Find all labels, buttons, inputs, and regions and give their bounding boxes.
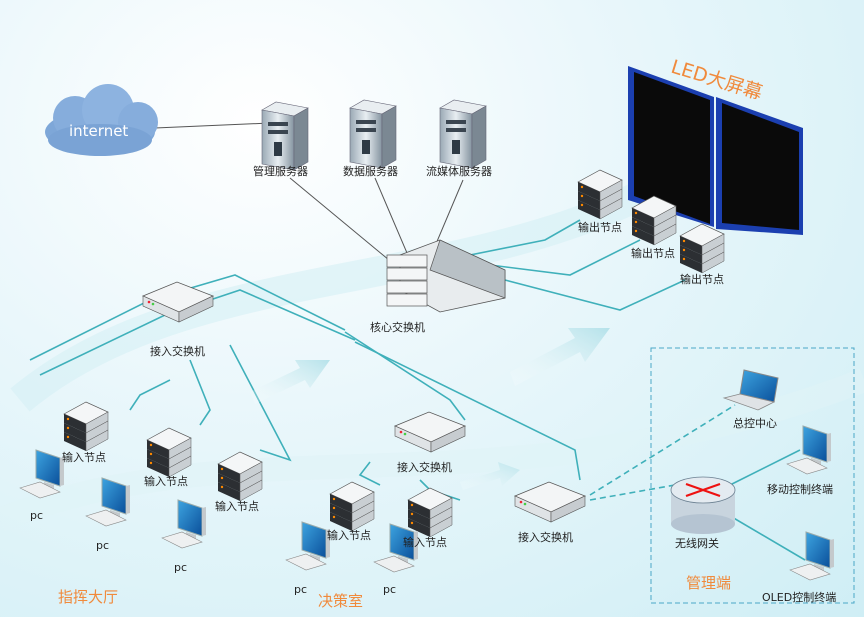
management-zone-label: 管理端 [686,574,732,592]
pc-icon [285,521,331,571]
data-server-icon [349,99,397,169]
access-switch-label: 接入交换机 [150,345,205,358]
pc-label: pc [174,561,188,574]
input-node-label: 输入节点 [62,451,106,464]
mobile-terminal-icon [786,425,832,475]
access-switch-label: 接入交换机 [397,461,452,474]
input-node-label: 输入节点 [403,536,447,549]
pc-label: pc [96,539,110,552]
management-server-label: 管理服务器 [253,165,308,178]
access-switch-icon [394,411,466,453]
streaming-server-label: 流媒体服务器 [426,165,492,178]
decision-room-label: 决策室 [318,592,364,610]
mobile-terminal-label: 移动控制终端 [767,483,833,496]
input-node-label: 输入节点 [215,500,259,513]
output-node-label: 输出节点 [631,247,675,260]
input-node-label: 输入节点 [144,475,188,488]
input-node-label: 输入节点 [327,529,371,542]
pc-icon [19,449,65,499]
oled-terminal-icon [789,531,835,581]
wireless-gateway-icon [670,476,736,534]
pc-label: pc [294,583,308,596]
input-node-icon [217,451,263,502]
oled-terminal-label: OLED控制终端 [762,591,837,604]
internet-cloud-icon [45,84,158,156]
data-server-label: 数据服务器 [343,165,398,178]
wireless-gateway-label: 无线网关 [675,537,719,550]
output-node-icon [679,223,725,274]
internet-label: internet [69,122,129,140]
core-switch-icon [386,239,506,313]
laptop-icon [722,369,779,411]
led-screen-icon [628,66,803,235]
access-switch-label: 接入交换机 [518,531,573,544]
input-node-icon [329,481,375,532]
core-switch-label: 核心交换机 [370,321,425,334]
management-server-icon [261,101,309,171]
command-hall-label: 指挥大厅 [58,588,119,606]
pc-label: pc [30,509,44,522]
input-node-icon [407,487,453,538]
pc-icon [161,499,207,549]
pc-label: pc [383,583,397,596]
output-node-label: 输出节点 [680,273,724,286]
control-center-label: 总控中心 [733,417,777,430]
input-node-icon [63,401,109,452]
streaming-server-icon [439,99,487,169]
output-node-label: 输出节点 [578,221,622,234]
access-switch-icon [514,481,586,523]
